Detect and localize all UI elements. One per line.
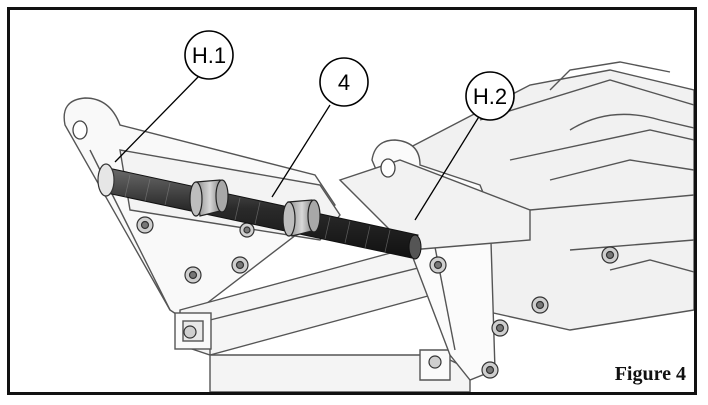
leader-lines bbox=[114, 74, 481, 221]
assembly-drawing: H.1 4 H.2 bbox=[63, 30, 694, 392]
callout-4-label: 4 bbox=[338, 70, 350, 95]
callout-h1: H.1 bbox=[184, 30, 234, 80]
figure-label: Figure 4 bbox=[612, 363, 688, 386]
callout-4: 4 bbox=[319, 57, 369, 107]
figure-frame: H.1 4 H.2 Figure 4 bbox=[7, 7, 697, 395]
callout-h1-label: H.1 bbox=[192, 43, 226, 68]
bolts bbox=[136, 216, 619, 379]
mounting-holes bbox=[72, 120, 396, 178]
callout-h2: H.2 bbox=[465, 71, 515, 121]
lock-nut-right bbox=[282, 199, 321, 237]
lock-nut-left bbox=[189, 179, 229, 217]
callout-h2-label: H.2 bbox=[473, 84, 507, 109]
